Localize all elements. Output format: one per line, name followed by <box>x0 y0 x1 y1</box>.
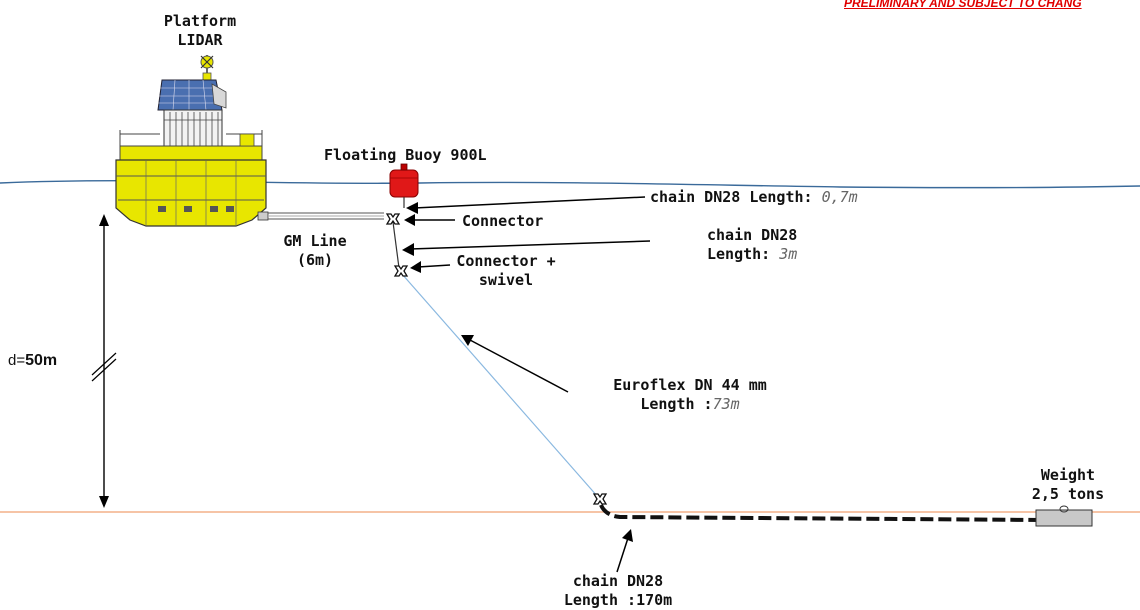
chain-mid-length-value: 3m <box>779 245 798 263</box>
weight-line2: 2,5 tons <box>1031 485 1105 503</box>
euroflex-label: Euroflex DN 44 mm Length :73m <box>590 376 790 414</box>
euroflex-name: Euroflex DN 44 mm <box>613 376 767 394</box>
chain-mid-length-prefix: Length: <box>707 245 771 263</box>
arrow-connector-swivel <box>410 261 451 273</box>
platform-label-line2: LIDAR <box>177 31 223 49</box>
chain-top-label: chain DN28 Length: 0,7m <box>650 188 858 207</box>
floating-buoy-label: Floating Buoy 900L <box>324 146 487 164</box>
euroflex-length-value: 73m <box>712 395 740 413</box>
chain-top-value: 0,7m <box>821 188 858 206</box>
anchor-weight <box>1035 505 1093 527</box>
connector-label: Connector <box>462 212 544 230</box>
chain-bottom-name: chain DN28 <box>572 572 664 590</box>
depth-label: d=50m <box>8 352 57 370</box>
gm-line-label-line2: (6m) <box>296 251 334 269</box>
chain-bottom-label: chain DN28 Length :170m <box>548 572 688 610</box>
annotation-arrows <box>402 196 651 573</box>
arrow-chain-bottom <box>616 529 633 573</box>
arrow-chain-mid <box>402 240 651 256</box>
chain-short-segment <box>392 221 400 269</box>
platform-label-line1: Platform <box>163 12 237 30</box>
chain-bottom-length-prefix: Length : <box>563 591 637 609</box>
chain-mid-length: Length: 3m <box>707 245 797 264</box>
connector-swivel-label: Connector + swivel <box>446 252 566 290</box>
depth-prefix: d= <box>8 352 26 369</box>
preliminary-notice: PRELIMINARY AND SUBJECT TO CHANG <box>844 0 1082 10</box>
arrow-chain-top <box>406 196 646 214</box>
weight-label: Weight 2,5 tons <box>1016 466 1120 504</box>
chain-mid-label: chain DN28 Length: 3m <box>707 226 797 264</box>
chain-top-name: chain DN28 Length: <box>650 188 813 206</box>
lidar-platform <box>115 55 269 227</box>
connector-swivel-line1: Connector + <box>456 252 556 270</box>
arrow-euroflex <box>461 335 569 393</box>
floating-buoy <box>389 163 419 208</box>
gm-line <box>268 212 384 220</box>
chain-bottom-length-value: 170m <box>636 591 673 609</box>
depth-value: 50m <box>25 352 58 369</box>
weight-line1: Weight <box>1040 466 1096 484</box>
gm-line-label-line1: GM Line <box>283 232 347 250</box>
platform-label: Platform LIDAR <box>150 12 250 50</box>
platform-hull <box>115 159 267 227</box>
gm-line-label: GM Line (6m) <box>280 232 350 270</box>
euroflex-rope <box>401 273 599 498</box>
bottom-chain <box>599 504 1041 522</box>
beacon-icon <box>200 55 214 82</box>
chain-bottom-length: Length :170m <box>548 591 688 610</box>
seabed-connector-icon <box>592 493 608 505</box>
chain-mid-name: chain DN28 <box>707 226 798 244</box>
euroflex-length-prefix: Length : <box>640 395 713 413</box>
arrow-connector <box>404 214 455 226</box>
connector-icon <box>385 213 401 225</box>
euroflex-length: Length :73m <box>590 395 790 414</box>
depth-arrow <box>91 214 117 508</box>
connector-swivel-line2: swivel <box>478 271 534 289</box>
connector-swivel-icon <box>393 265 409 277</box>
